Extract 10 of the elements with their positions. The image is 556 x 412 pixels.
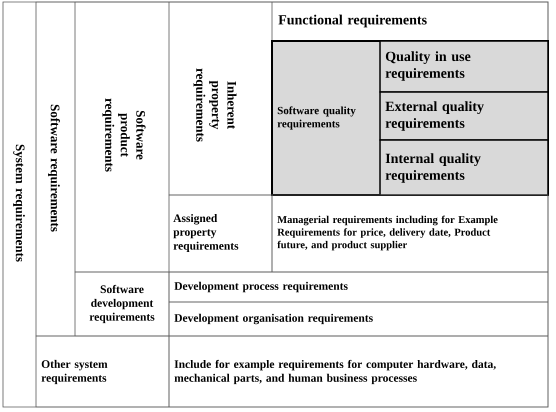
shaded-box: External quality requirements bbox=[379, 91, 549, 141]
category-box: Development organisation requirements bbox=[168, 302, 548, 336]
category-box: Managerial requirements including for Example Requirements for price, delivery date, Product future, and product supplier bbox=[272, 194, 548, 272]
category-box: Development process requirements bbox=[168, 272, 548, 302]
category-box: Other system requirements bbox=[36, 336, 170, 408]
shaded-box: Internal quality requirements bbox=[379, 139, 549, 196]
category-box: Include for example requirements for computer hardware, data, mechanical parts, and human business processes bbox=[168, 336, 548, 408]
shaded-box: Quality in use requirements bbox=[379, 40, 549, 93]
category-box: Assigned property requirements bbox=[168, 194, 272, 272]
category-box: Software development requirements bbox=[74, 272, 170, 336]
